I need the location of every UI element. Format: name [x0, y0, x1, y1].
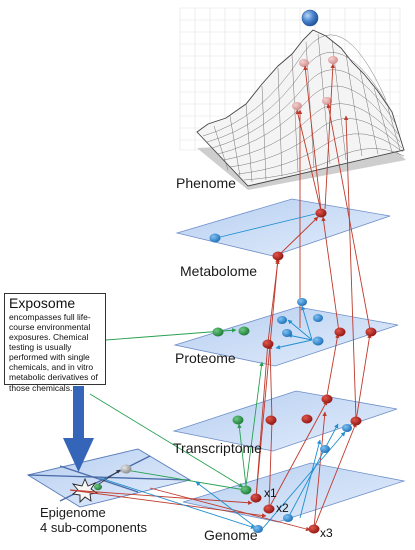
metabolome-node-red-1 [272, 251, 284, 261]
genome-node-x3 [308, 524, 320, 534]
epigenome-label: Epigenome 4 sub-components [40, 505, 147, 536]
exposome-description: encompasses full life-course environment… [9, 312, 98, 393]
phenome-node-2 [328, 56, 338, 64]
multiplier-x3: x3 [320, 526, 333, 540]
transcriptome-label: Transcriptome [173, 440, 262, 456]
blue-arrows [99, 212, 346, 530]
phenome-mesh [202, 33, 405, 183]
red-arrows [69, 63, 372, 532]
exposure-starburst-icon [71, 477, 99, 504]
genome-node-blue-1 [283, 514, 293, 522]
phenome-node-1 [299, 59, 309, 67]
transcriptome-node-red-2 [301, 414, 313, 424]
genome-node-green [240, 485, 252, 495]
proteome-node-blue-1 [277, 316, 287, 324]
phenome-label: Phenome [176, 175, 236, 191]
proteome-node-blue-2 [297, 298, 307, 306]
phenotype-sphere [301, 9, 319, 27]
transcriptome-node-red-1 [265, 415, 277, 425]
proteome-node-blue-5 [312, 336, 324, 346]
multiplier-x1: x1 [264, 486, 277, 500]
genome-node-x1 [250, 493, 262, 503]
transcriptome-node-red-3 [321, 394, 333, 404]
proteome-node-green-2 [238, 326, 250, 336]
phenome-node-3 [292, 102, 302, 110]
metabolome-node-red-2 [315, 208, 327, 218]
epigenome-dark-arrows [95, 469, 121, 487]
exposome-textbox: Exposome encompasses full life-course en… [4, 293, 106, 393]
metabolome-label: Metabolome [180, 263, 258, 279]
proteome-node-green-1 [212, 327, 224, 337]
transcriptome-node-red-4 [350, 416, 362, 426]
genome-node-x2 [263, 504, 275, 514]
proteome-node-red-1 [262, 339, 274, 349]
genome-label: Genome [204, 527, 258, 543]
transcriptome-node-blue-2 [320, 445, 330, 453]
exposome-arrow [63, 386, 94, 472]
exposome-title: Exposome [9, 295, 76, 311]
transcriptome-node-blue-1 [342, 424, 352, 432]
epigenome-title: Epigenome [40, 505, 106, 520]
epigenome-node-green [94, 483, 102, 491]
phenome-node-4 [322, 97, 332, 105]
epigenome-node-grey [120, 464, 132, 474]
metabolome-node-blue [209, 233, 221, 243]
transcriptome-plane [172, 390, 398, 452]
proteome-label: Proteome [175, 350, 236, 366]
proteome-node-blue-4 [313, 314, 323, 322]
genome-node-blue-2 [253, 525, 263, 533]
phenome-landscape [179, 7, 406, 190]
epigenome-subtitle: 4 sub-components [40, 519, 147, 535]
multiplier-x2: x2 [276, 501, 289, 515]
metabolome-plane [175, 198, 391, 257]
proteome-node-blue-3 [282, 329, 292, 337]
transcriptome-node-green [232, 415, 244, 425]
proteome-node-red-2 [334, 327, 346, 337]
proteome-node-red-3 [365, 327, 377, 337]
